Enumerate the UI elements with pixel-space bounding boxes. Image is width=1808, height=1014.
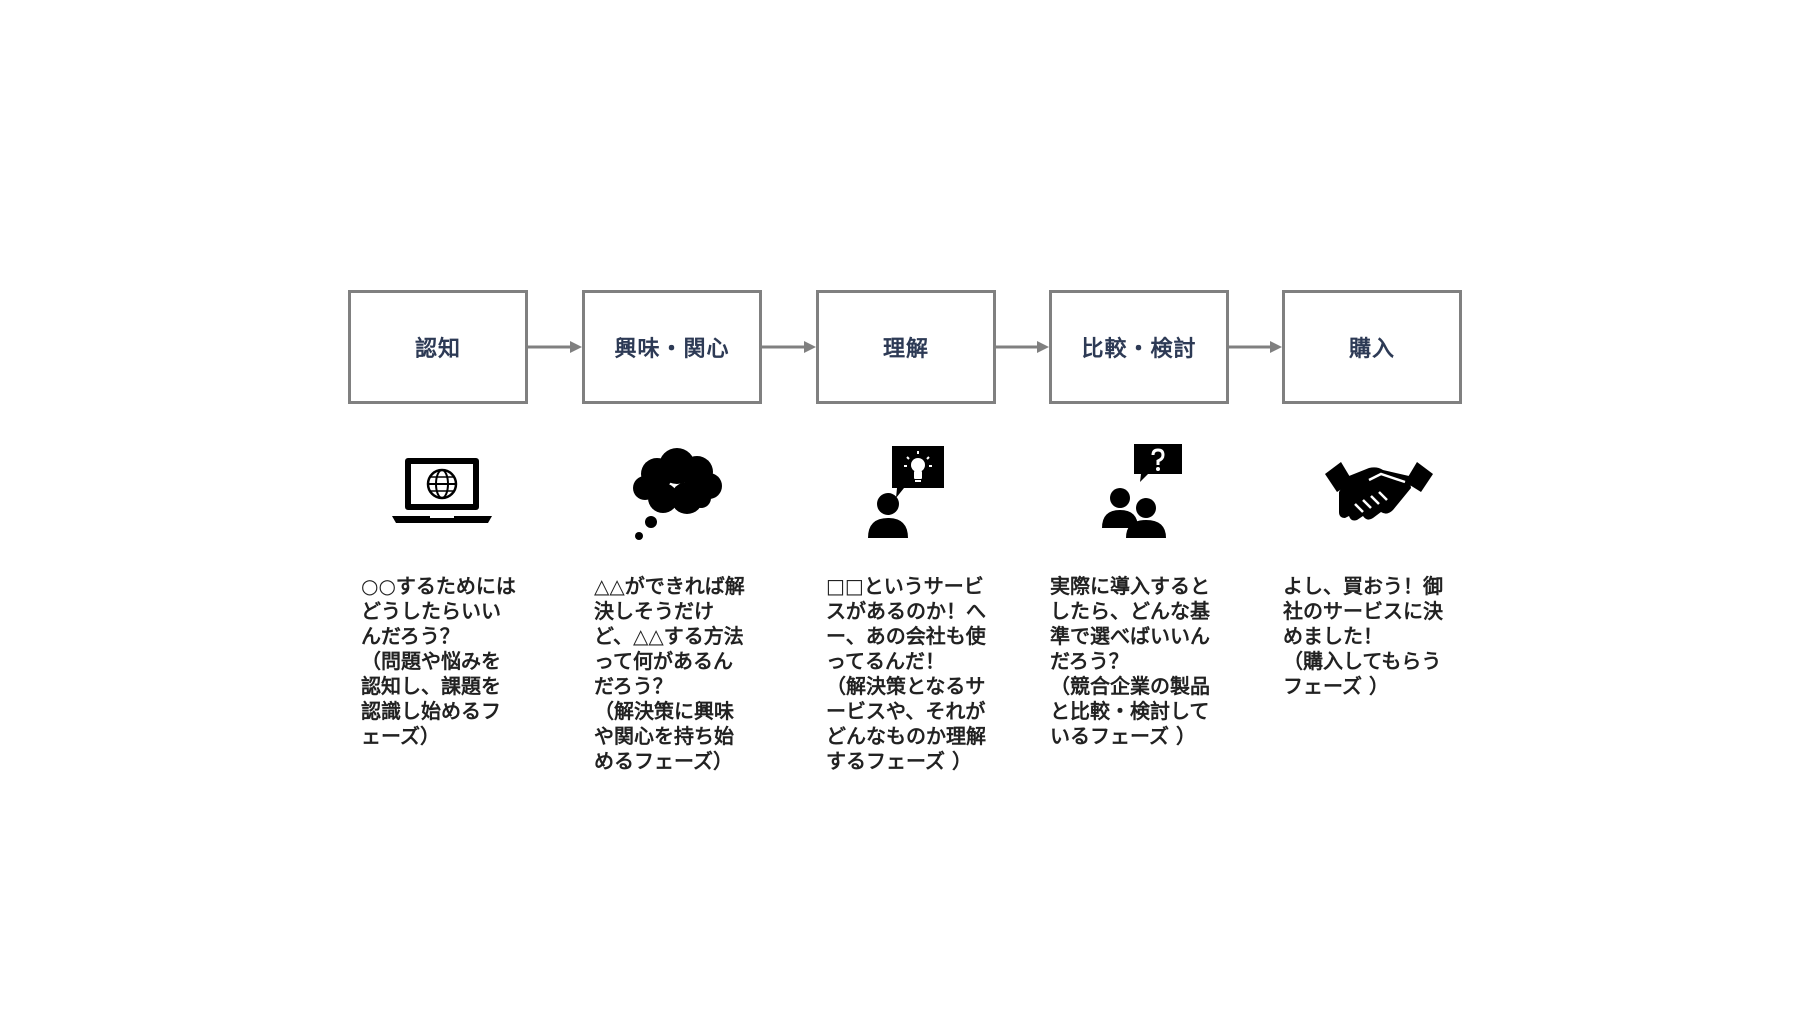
stage-box-purchase: 購入 <box>1282 290 1462 404</box>
connector-arrow <box>1229 341 1282 353</box>
handshake-icon <box>1325 462 1433 521</box>
stage-description: ○○するためにはどうしたらいいんだろう？ （問題や悩みを認知し、課題を認識し始め… <box>361 574 516 748</box>
stage-box-understanding: 理解 <box>816 290 996 404</box>
connector-arrow <box>528 341 582 353</box>
stage-label: 購入 <box>1348 337 1395 362</box>
stage-box-interest: 興味・関心 <box>582 290 762 404</box>
person-lightbulb-icon <box>868 446 944 538</box>
connector-arrow <box>762 341 816 353</box>
stage-label: 比較・検討 <box>1081 337 1197 362</box>
people-question-icon <box>1102 444 1182 538</box>
connector-arrow <box>996 341 1049 353</box>
stage-description: △△ができれば解決しそうだけど、△△する方法って何があるんだろう？ （解決策に興… <box>594 574 745 773</box>
stage-label: 認知 <box>414 337 461 362</box>
thought-bubble-icon <box>633 448 722 540</box>
stage-description: □□というサービスがあるのか！へー、あの会社も使ってるんだ！ （解決策となるサー… <box>826 574 986 773</box>
stage-label: 興味・関心 <box>614 337 730 362</box>
stage-description: 実際に導入するとしたら、どんな基準で選べばいいんだろう？ （競合企業の製品と比較… <box>1050 574 1210 748</box>
stage-label: 理解 <box>882 337 929 362</box>
stage-description: よし、買おう！御社のサービスに決めました！ （購入してもらうフェーズ ） <box>1283 574 1443 698</box>
stage-box-comparison: 比較・検討 <box>1049 290 1229 404</box>
laptop-globe-icon <box>392 458 492 523</box>
stage-box-awareness: 認知 <box>348 290 528 404</box>
